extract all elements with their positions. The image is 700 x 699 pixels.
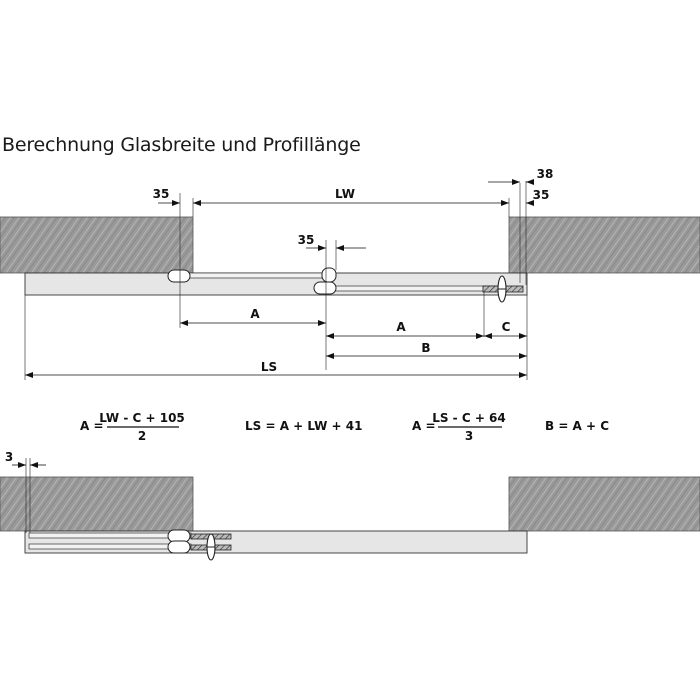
formulas: A = LW - C + 105 2 LS = A + LW + 41 A = … <box>80 411 609 443</box>
roller-3 <box>313 281 337 295</box>
dim-label-c: C <box>502 320 511 334</box>
glass-panel-2 <box>317 285 503 292</box>
formula-1-denominator: 2 <box>138 429 146 443</box>
formula-3-denominator: 3 <box>465 429 473 443</box>
glass-panel-bottom-2 <box>28 543 192 550</box>
formula-1-numerator: LW - C + 105 <box>99 411 185 425</box>
formula-3-lhs: A = <box>412 419 436 433</box>
roller-1 <box>167 269 191 283</box>
bottom-diagram: 3 <box>0 450 700 561</box>
top-diagram: 35 LW 38 35 35 A A C B LS <box>0 167 700 380</box>
glass-panel-1 <box>171 272 334 279</box>
dim-label-a-left: A <box>250 307 260 321</box>
wall-left <box>0 216 194 274</box>
roller-bottom-2 <box>167 540 191 554</box>
dim-label-35-right: 35 <box>533 188 550 202</box>
dim-label-a-right: A <box>396 320 406 334</box>
dim-label-35-mid: 35 <box>298 233 315 247</box>
formula-1-lhs: A = <box>80 419 104 433</box>
wall-left-bottom <box>0 476 194 532</box>
dim-label-35-left: 35 <box>153 187 170 201</box>
formula-4: B = A + C <box>545 419 609 433</box>
dim-label-ls: LS <box>261 360 277 374</box>
wall-right <box>508 216 700 274</box>
roller-2 <box>321 267 337 283</box>
formula-3-numerator: LS - C + 64 <box>432 411 506 425</box>
dim-label-3: 3 <box>5 450 13 464</box>
roller-bottom-1 <box>167 529 191 543</box>
formula-2: LS = A + LW + 41 <box>245 419 362 433</box>
wall-right-bottom <box>508 476 700 532</box>
dim-label-lw: LW <box>335 187 355 201</box>
page-title: Berechnung Glasbreite und Profillänge <box>2 134 361 156</box>
glass-panel-bottom-1 <box>28 532 192 539</box>
dim-label-38: 38 <box>537 167 554 181</box>
dim-label-b: B <box>421 341 430 355</box>
